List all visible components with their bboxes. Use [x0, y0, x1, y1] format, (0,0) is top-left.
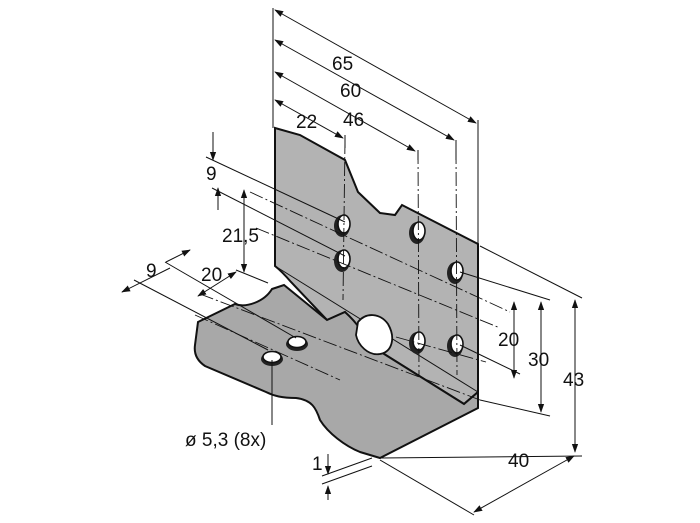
dimension-lines-left [205, 132, 346, 284]
dim-9-bottom: 9 [146, 261, 157, 282]
dimension-lines-top [274, 9, 477, 152]
hole-upper-mid [409, 221, 426, 244]
hole-lower-mid [409, 331, 426, 354]
dim-30: 30 [528, 350, 549, 371]
dim-43: 43 [563, 370, 584, 391]
dim-21-5: 21,5 [222, 226, 259, 247]
dim-46: 46 [343, 110, 364, 131]
dim-1: 1 [312, 454, 323, 475]
dim-60: 60 [340, 81, 361, 102]
dim-9-top: 9 [206, 164, 217, 185]
hole-bottom-front [261, 350, 283, 366]
dim-22: 22 [296, 112, 317, 133]
hole-lower-left [334, 249, 351, 272]
dim-65: 65 [332, 54, 353, 75]
dim-40: 40 [508, 451, 529, 472]
dimension-lines-bottom-left [121, 249, 297, 351]
hole-upper-right [447, 261, 464, 284]
slot-cutout [355, 314, 394, 356]
dim-20-bottom: 20 [201, 265, 222, 286]
hole-bottom-back [286, 335, 308, 351]
dimension-lines-thickness [321, 454, 373, 500]
hole-callout-text: ø 5,3 (8x) [185, 430, 266, 451]
bracket-bottom-plate [193, 283, 479, 460]
hole-lower-right [447, 334, 464, 357]
center-lines [194, 139, 511, 401]
dim-20-right: 20 [498, 330, 519, 351]
extension-lines-top [272, 8, 479, 244]
dimension-lines-depth [379, 455, 575, 516]
bottom-plate-holes [261, 335, 308, 366]
